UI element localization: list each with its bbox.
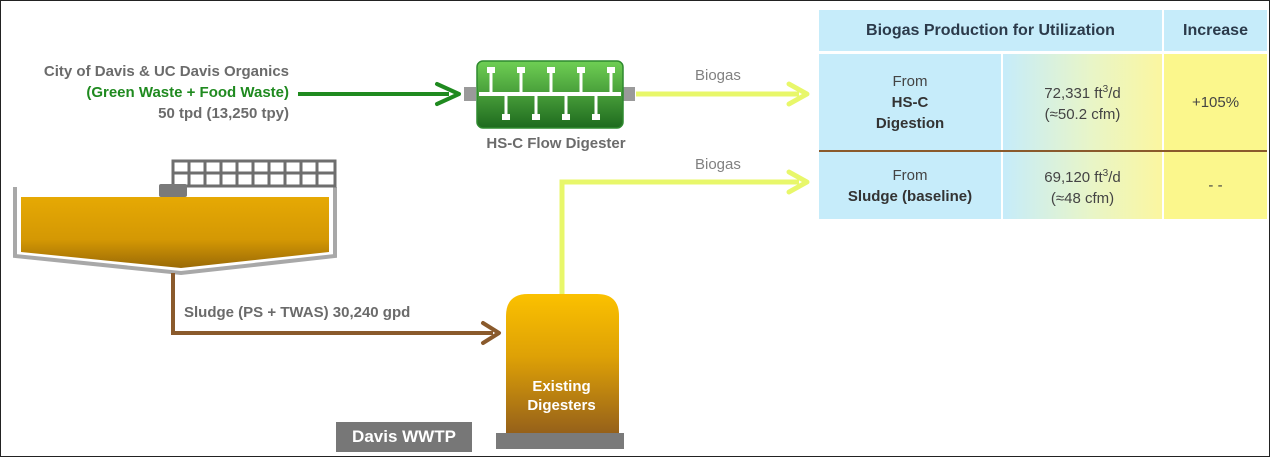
hsc-digester-label: HS-C Flow Digester (486, 135, 626, 152)
sludge-flow-label: Sludge (PS + TWAS) 30,240 gpd (184, 304, 411, 321)
biogas-label-2: Biogas (695, 156, 741, 173)
biogas-label-1: Biogas (695, 67, 741, 84)
davis-wwtp-label: Davis WWTP (336, 422, 472, 452)
biogas-production-table: Biogas Production for Utilization Increa… (819, 10, 1267, 219)
table-row-sludge-source: From Sludge (baseline) (819, 152, 1001, 219)
table-row-hsc-source: From HS-C Digestion (819, 54, 1001, 150)
table-divider (819, 51, 1267, 54)
table-row-sludge-value: 69,120 ft3/d (≈48 cfm) (1003, 152, 1162, 219)
table-row-sludge-increase: - - (1164, 152, 1267, 219)
hsc-flow-digester-icon (464, 60, 635, 129)
table-header-increase: Increase (1164, 10, 1267, 51)
existing-digesters-label: Existing Digesters (527, 378, 596, 414)
biogas-arrow-digesters (559, 169, 810, 296)
table-header-production: Biogas Production for Utilization (819, 10, 1162, 51)
source-line-waste-type: (Green Waste + Food Waste) (86, 84, 289, 101)
source-line-organics: City of Davis & UC Davis Organics (43, 63, 289, 80)
sludge-arrow (171, 273, 501, 345)
clarifier-tank-icon (13, 159, 337, 276)
table-row-separator (819, 150, 1267, 152)
existing-digesters-icon (496, 294, 624, 449)
organics-feed-arrow (298, 82, 461, 106)
biogas-arrow-hsc (636, 81, 810, 107)
table-row-hsc-value: 72,331 ft3/d (≈50.2 cfm) (1003, 54, 1162, 150)
table-row-hsc-increase: +105% (1164, 54, 1267, 150)
source-line-tonnage: 50 tpd (13,250 tpy) (158, 105, 289, 122)
